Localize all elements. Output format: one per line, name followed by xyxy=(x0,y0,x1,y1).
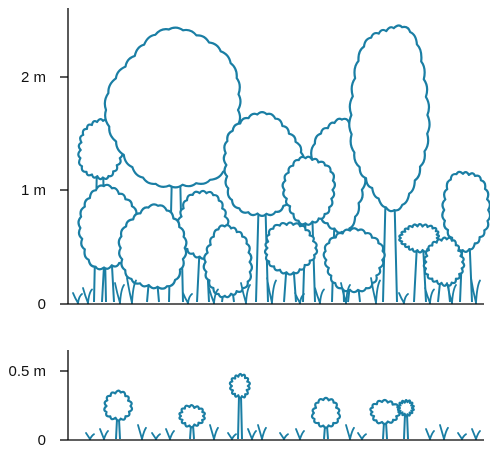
bottom-tick-label-0.5m: 0.5 m xyxy=(8,363,46,380)
tree xyxy=(422,236,466,303)
ground-herb-small xyxy=(257,424,267,440)
tree-crown xyxy=(441,170,490,253)
top-panel-axes: 2 m 1 m 0 xyxy=(21,8,484,313)
ground-herb xyxy=(114,282,125,304)
bottom-panel-axes: 0.5 m 0 xyxy=(8,350,484,449)
ground-herb xyxy=(182,292,193,304)
top-tick-label-2m: 2 m xyxy=(21,69,46,86)
ground-herb xyxy=(72,292,83,304)
ground-herb-small xyxy=(457,432,467,440)
small-plant xyxy=(178,404,206,440)
small-plant-stem xyxy=(237,395,243,440)
tree-crown xyxy=(103,26,242,189)
ground-herb xyxy=(470,277,481,304)
ground-herb-small xyxy=(357,432,367,440)
top-tick-label-0: 0 xyxy=(38,296,46,313)
small-plant-stem xyxy=(115,418,121,440)
small-plant xyxy=(369,398,402,440)
ground-herb-small xyxy=(247,428,257,440)
ground-herb-small xyxy=(295,428,305,440)
ground-herb xyxy=(294,292,305,304)
tree xyxy=(322,227,386,303)
ground-herb-small xyxy=(345,424,355,440)
ground-herb-small xyxy=(439,424,449,440)
small-plant-crown xyxy=(396,398,415,418)
small-plant xyxy=(396,398,415,440)
ground-herb xyxy=(126,277,137,304)
tree-crown xyxy=(348,24,431,213)
top-panel-vegetation xyxy=(72,24,490,304)
ground-herb-small xyxy=(227,432,237,440)
tree-crown xyxy=(202,224,253,299)
small-plant xyxy=(310,396,342,440)
tree-crown xyxy=(322,227,386,294)
tree-crown xyxy=(422,236,466,287)
ground-herb xyxy=(208,287,219,304)
small-plant-stem xyxy=(403,413,409,440)
ground-herb-small xyxy=(425,428,435,440)
ground-herb xyxy=(314,287,325,304)
ground-herb-small xyxy=(279,432,289,440)
small-plant-crown xyxy=(103,389,134,422)
small-plant xyxy=(103,389,134,440)
ground-herb-small xyxy=(151,432,161,440)
tree-crown xyxy=(263,221,319,276)
ground-herb-small xyxy=(209,424,219,440)
bottom-panel-vegetation xyxy=(85,372,481,440)
tree xyxy=(348,24,431,303)
bottom-tick-label-0: 0 xyxy=(38,432,46,449)
ground-herb xyxy=(446,282,457,304)
tree xyxy=(103,26,242,303)
small-plant-crown xyxy=(228,372,251,400)
tree xyxy=(117,203,188,303)
tree xyxy=(263,221,319,303)
ground-herb-small xyxy=(137,424,147,440)
small-plant-crown xyxy=(178,404,206,429)
ground-herb-small xyxy=(165,428,175,440)
ground-herb-small xyxy=(471,428,481,440)
tree-crown xyxy=(117,203,188,290)
ground-herb xyxy=(266,277,277,304)
ground-herb xyxy=(240,282,251,304)
small-plant-crown xyxy=(310,396,342,429)
ground-herb xyxy=(340,282,351,304)
small-plant-crown xyxy=(369,398,402,426)
ground-herb xyxy=(370,277,381,304)
tree xyxy=(202,224,253,303)
ground-herb xyxy=(82,287,93,304)
tree xyxy=(281,155,336,303)
small-plant xyxy=(228,372,251,440)
ground-herb-small xyxy=(99,428,109,440)
top-tick-label-1m: 1 m xyxy=(21,182,46,199)
ground-herb-small xyxy=(85,432,95,440)
ground-herb xyxy=(424,287,435,304)
ground-herb xyxy=(398,292,409,304)
tree-crown xyxy=(281,155,336,226)
